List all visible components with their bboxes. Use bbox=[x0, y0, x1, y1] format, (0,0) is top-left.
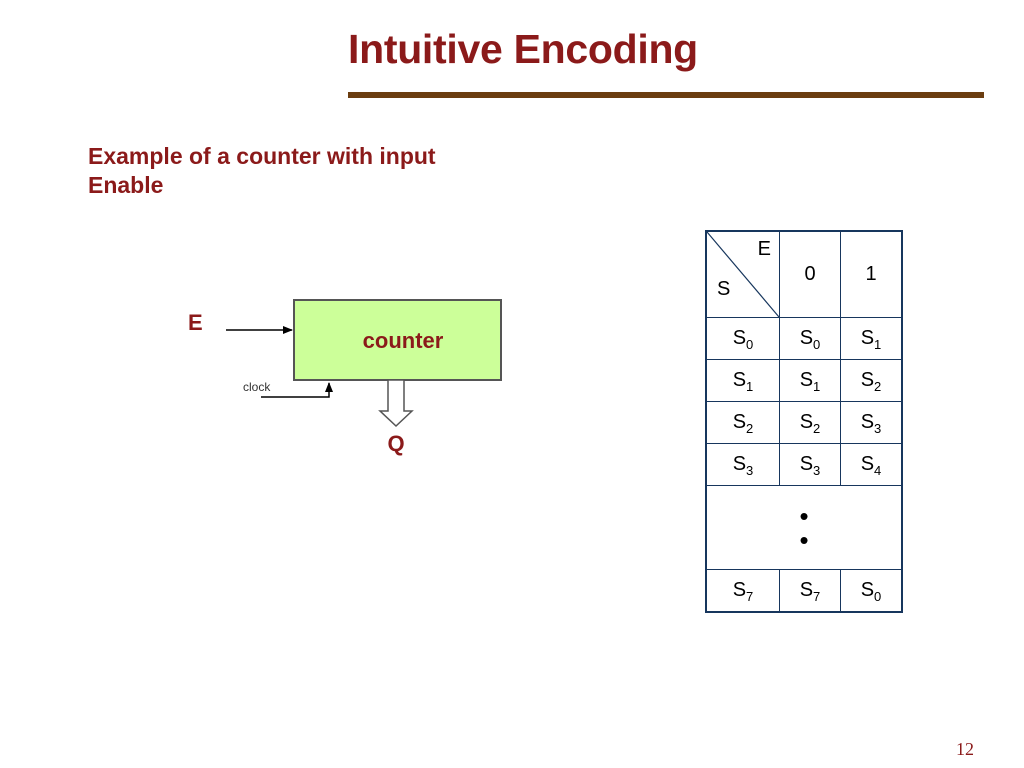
table-row: S2 S2 S3 bbox=[705, 401, 903, 444]
counter-block: counter bbox=[293, 299, 502, 381]
table-row: S0 S0 S1 bbox=[705, 317, 903, 360]
subtitle-line-1: Example of a counter with input bbox=[88, 143, 436, 169]
state-cell: S0 bbox=[705, 317, 780, 360]
corner-input-label: E bbox=[757, 238, 771, 260]
table-row: S1 S1 S2 bbox=[705, 359, 903, 402]
slide-subtitle: Example of a counter with input Enable bbox=[88, 142, 548, 200]
slide-title: Intuitive Encoding bbox=[348, 26, 698, 72]
page-number: 12 bbox=[956, 739, 974, 759]
next-state-e1: S0 bbox=[840, 569, 903, 613]
table-ellipsis-row: • • bbox=[705, 485, 903, 570]
corner-diagonal bbox=[707, 232, 779, 317]
corner-cell: E S bbox=[705, 230, 780, 318]
title-underline bbox=[348, 92, 984, 98]
subtitle-line-2: Enable bbox=[88, 172, 164, 198]
clock-input-arrow bbox=[261, 382, 333, 398]
next-state-e0: S2 bbox=[779, 401, 841, 444]
next-state-e1: S1 bbox=[840, 317, 903, 360]
table-row: S7 S7 S0 bbox=[705, 569, 903, 613]
enable-input-label: E bbox=[188, 310, 203, 335]
clock-label: clock bbox=[243, 380, 271, 394]
counter-label: counter bbox=[363, 328, 444, 353]
next-state-e1: S3 bbox=[840, 401, 903, 444]
corner-state-label: S bbox=[717, 278, 731, 300]
q-output-label: Q bbox=[387, 431, 404, 456]
next-state-e0: S1 bbox=[779, 359, 841, 402]
state-cell: S3 bbox=[705, 443, 780, 486]
table-header-row: E S 0 1 bbox=[705, 230, 903, 318]
table-row: S3 S3 S4 bbox=[705, 443, 903, 486]
state-cell: S7 bbox=[705, 569, 780, 613]
vertical-ellipsis: • • bbox=[799, 500, 809, 555]
col-header-1: 1 bbox=[840, 230, 903, 318]
state-cell: S2 bbox=[705, 401, 780, 444]
col-header-0: 0 bbox=[779, 230, 841, 318]
state-transition-table: E S 0 1 S0 S0 S1 S1 S1 S2 S2 S2 S3 S3 S3… bbox=[705, 230, 903, 613]
next-state-e0: S0 bbox=[779, 317, 841, 360]
state-cell: S1 bbox=[705, 359, 780, 402]
q-output-arrow bbox=[378, 379, 414, 428]
ellipsis-cell: • • bbox=[705, 485, 903, 570]
next-state-e1: S2 bbox=[840, 359, 903, 402]
next-state-e0: S3 bbox=[779, 443, 841, 486]
next-state-e0: S7 bbox=[779, 569, 841, 613]
next-state-e1: S4 bbox=[840, 443, 903, 486]
